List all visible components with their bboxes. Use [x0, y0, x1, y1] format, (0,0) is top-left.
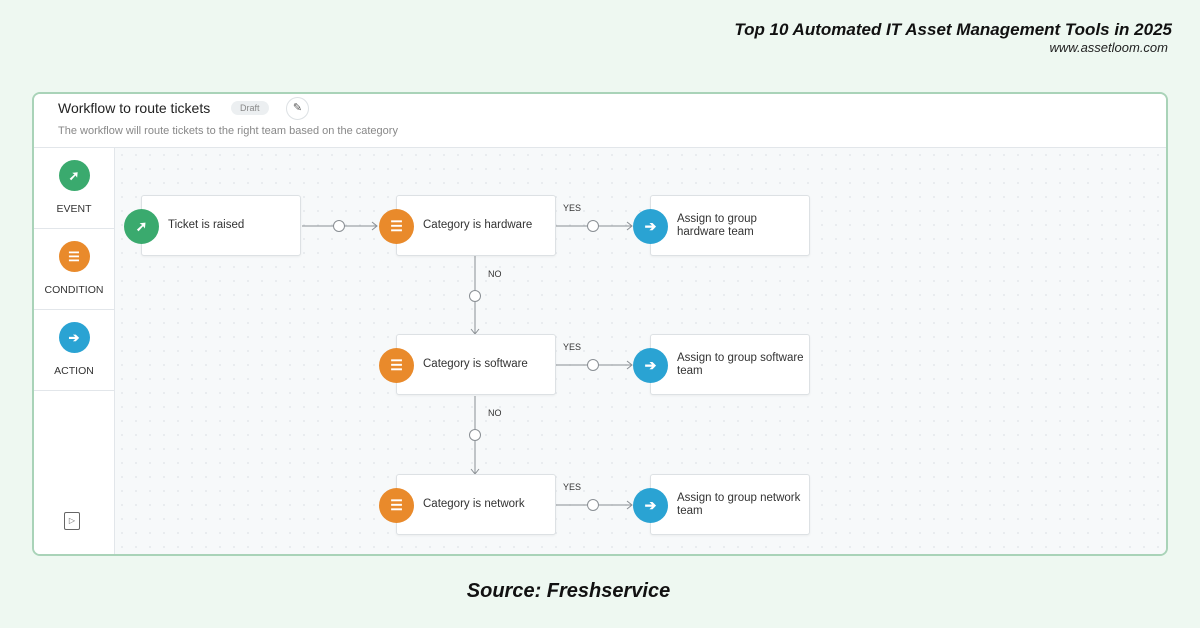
sliders-icon: ☰ [379, 348, 414, 383]
sidebar-item-condition[interactable]: ☰ CONDITION [34, 229, 114, 310]
connectors [302, 220, 633, 511]
node-label: Assign to group network team [677, 491, 801, 517]
arrow-right-icon: ➔ [633, 488, 668, 523]
sidebar-item-label: CONDITION [44, 284, 104, 296]
node-label: Category is network [423, 498, 525, 510]
sliders-icon: ☰ [379, 209, 414, 244]
connector-node [469, 429, 481, 441]
no-label: NO [488, 269, 502, 279]
sidebar-item-event[interactable]: ➚ EVENT [34, 148, 114, 229]
yes-label: YES [563, 342, 582, 352]
node-label: Ticket is raised [168, 219, 245, 231]
arrow-right-icon: ➔ [58, 322, 90, 353]
condition-node[interactable]: ☰ Category is hardware [379, 195, 556, 256]
node-label: Assign to group software team [677, 351, 804, 377]
yes-connectors [555, 220, 633, 511]
node-label: Category is hardware [423, 219, 533, 231]
workflow-panel: Workflow to route tickets Draft ✎ The wo… [32, 92, 1168, 556]
node-label: Category is software [423, 358, 528, 370]
page-title: Workflow to route tickets [58, 100, 211, 116]
arrow-right-icon: ➔ [633, 209, 668, 244]
no-label: NO [488, 408, 502, 418]
condition-node[interactable]: ☰ Category is network [379, 474, 556, 535]
cursor-click-icon: ➚ [124, 209, 159, 244]
brand-url: www.assetloom.com [1049, 40, 1168, 55]
connector-node [587, 499, 599, 511]
action-node[interactable]: ➔ Assign to group network team [633, 474, 810, 535]
workflow-canvas[interactable]: YES YES YES NO NO ➚ Ticket is raised ☰ Cat… [115, 148, 1166, 554]
yes-label: YES [563, 203, 582, 213]
event-node[interactable]: ➚ Ticket is raised [124, 195, 301, 256]
action-node[interactable]: ➔ Assign to group hardware team [633, 195, 810, 256]
brand-title: Top 10 Automated IT Asset Management Too… [734, 20, 1172, 39]
page-subtitle: The workflow will route tickets to the r… [58, 125, 398, 137]
arrow-right-icon: ➔ [633, 348, 668, 383]
connector-node [469, 290, 481, 302]
sidebar-item-action[interactable]: ➔ ACTION [34, 310, 114, 391]
pencil-icon: ✎ [292, 102, 303, 114]
edit-button[interactable]: ✎ [286, 97, 309, 120]
play-tutorial-icon[interactable]: ▷ [64, 512, 80, 530]
sidebar-item-label: ACTION [54, 365, 94, 377]
condition-node[interactable]: ☰ Category is software [379, 334, 556, 395]
connector-node [587, 359, 599, 371]
status-badge: Draft [231, 101, 269, 115]
sliders-icon: ☰ [58, 241, 90, 272]
source-caption: Source: Freshservice [466, 580, 671, 602]
sliders-icon: ☰ [379, 488, 414, 523]
node-label: Assign to group hardware team [677, 212, 757, 238]
connector-node [333, 220, 345, 232]
connector-node [587, 220, 599, 232]
yes-label: YES [563, 482, 582, 492]
cursor-click-icon: ➚ [58, 160, 90, 191]
action-node[interactable]: ➔ Assign to group software team [633, 334, 810, 395]
sidebar: ➚ EVENT ☰ CONDITION ➔ ACTION ▷ [34, 148, 115, 554]
header: Workflow to route tickets Draft ✎ The wo… [34, 94, 1166, 148]
sidebar-item-label: EVENT [56, 203, 92, 215]
